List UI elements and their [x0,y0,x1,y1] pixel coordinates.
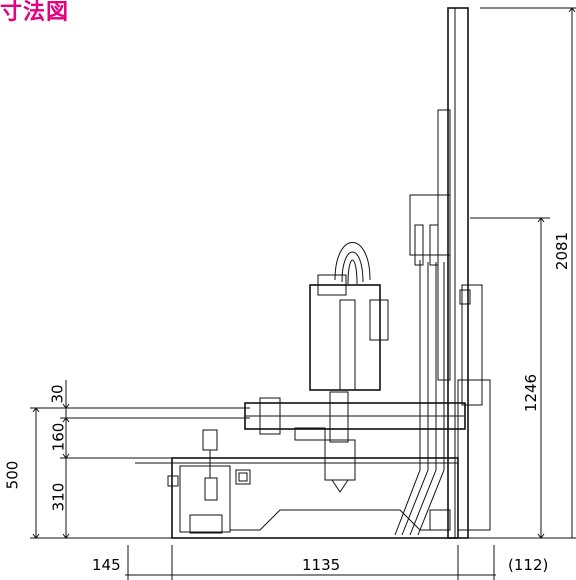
dim-160: 160 [49,422,68,452]
machine-base [135,429,459,539]
dimension-lines [30,7,576,580]
head-assembly [309,242,389,391]
dim-112: (112) [508,556,549,574]
dim-500: 500 [3,460,22,490]
dim-1246: 1246 [522,373,541,413]
dim-145: 145 [92,556,121,574]
page-title: 寸法図 [0,0,70,25]
dim-1135: 1135 [302,556,341,574]
hoses [394,260,445,536]
horizontal-arm [244,391,466,493]
dim-310: 310 [49,482,68,512]
dim-2081: 2081 [553,231,572,271]
dim-30: 30 [48,384,67,404]
